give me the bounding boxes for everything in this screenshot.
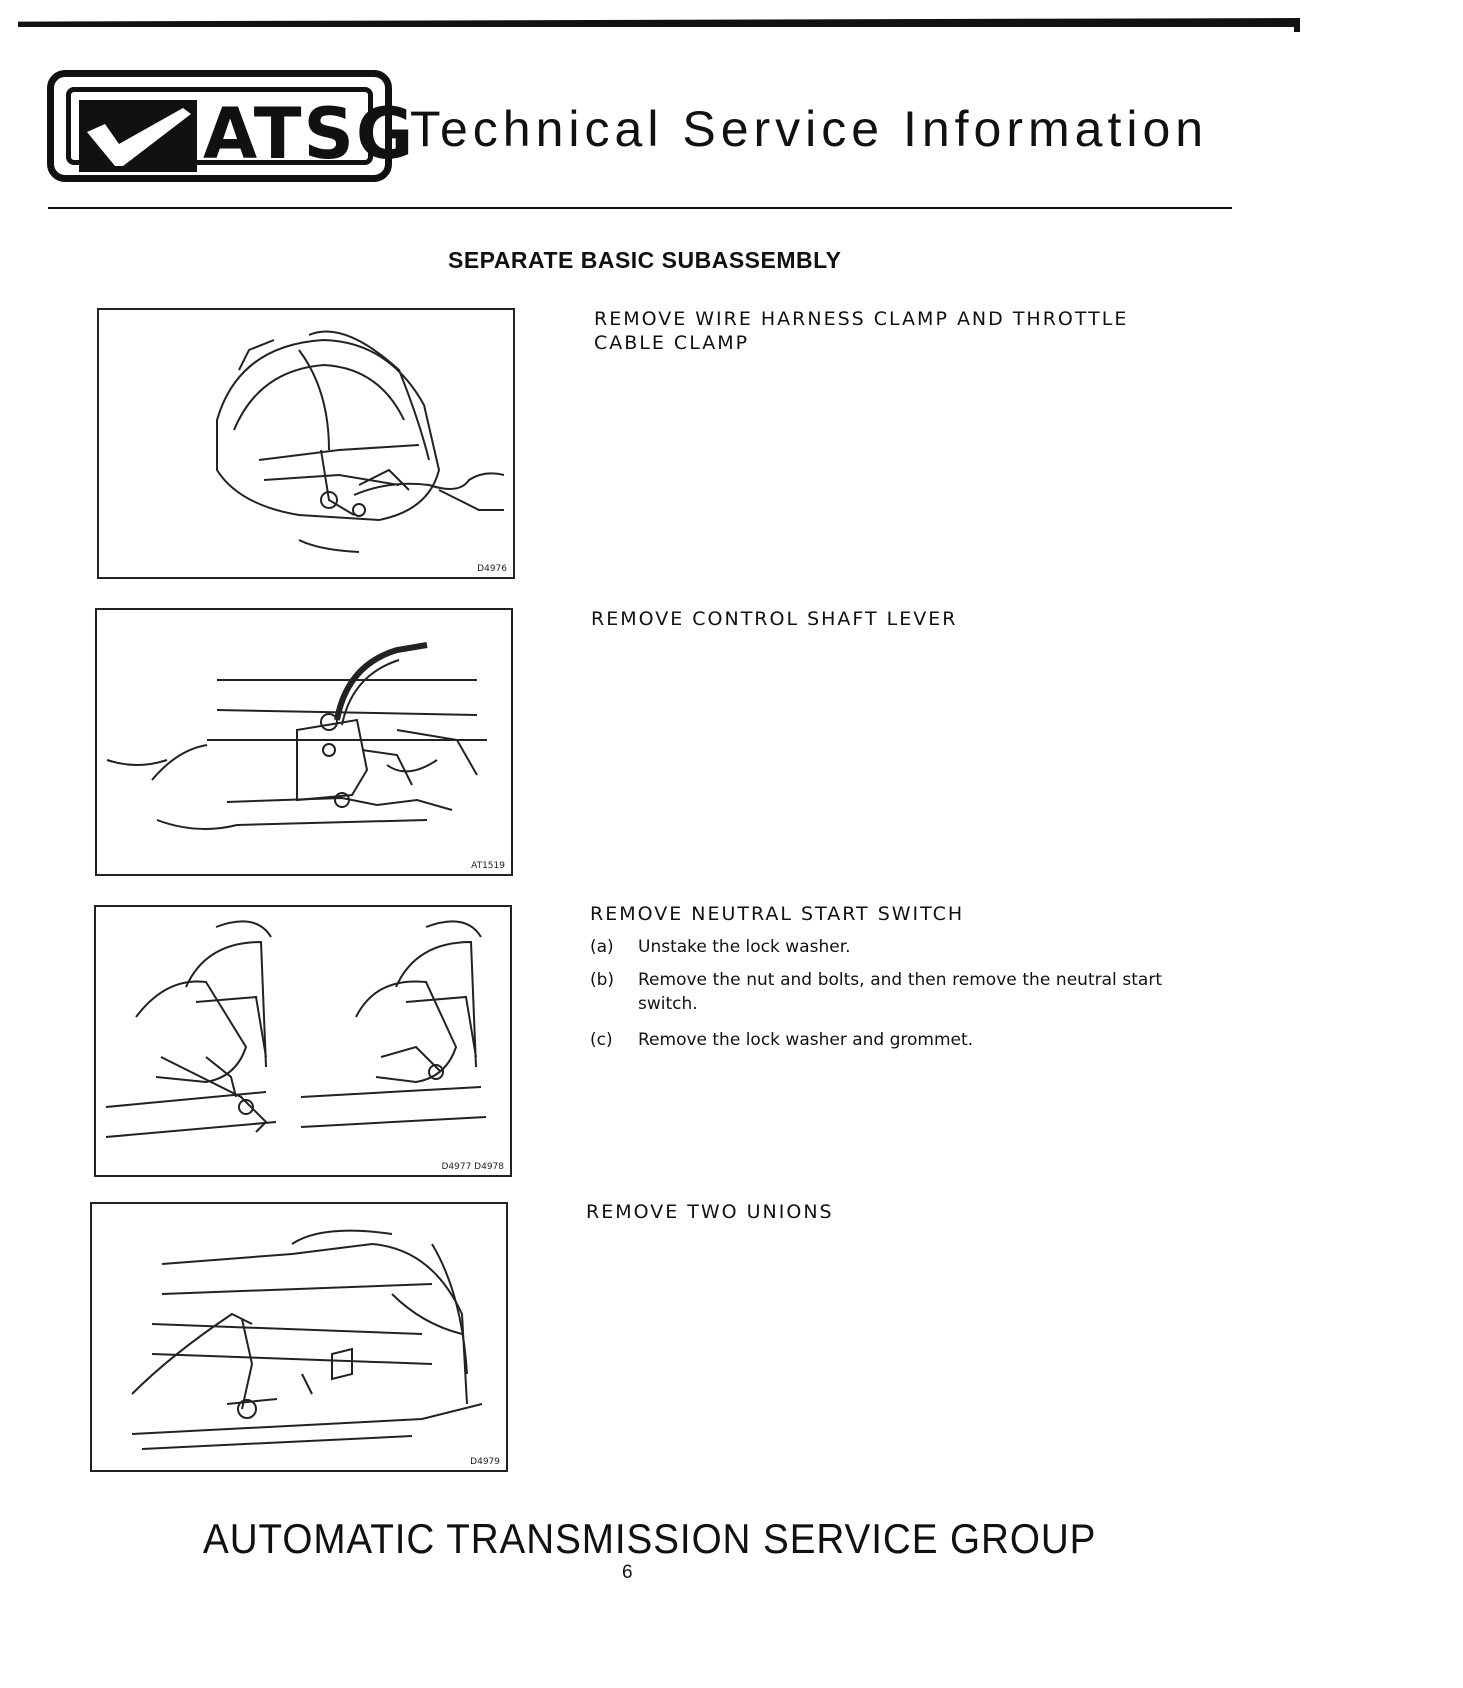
unions-illustration	[131, 1229, 483, 1450]
checkmark-icon	[79, 100, 197, 172]
substep-label: (b)	[590, 970, 615, 990]
figure-control-shaft-lever: AT1519	[95, 608, 513, 876]
figure-code: D4979	[470, 1457, 500, 1467]
logo-inner-frame: ATSG	[66, 87, 413, 174]
substep-label: (a)	[590, 937, 614, 957]
logo-text: ATSG	[203, 93, 416, 175]
figure-code: AT1519	[471, 861, 505, 871]
figure-neutral-start-switch: D4977 D4978	[94, 905, 512, 1177]
substep: (b) Remove the nut and bolts, and then r…	[590, 968, 1162, 1018]
step-heading: REMOVE NEUTRAL START SWITCH	[590, 903, 965, 925]
atsg-logo: ATSG	[47, 70, 413, 182]
top-border	[18, 18, 1300, 27]
substep-label: (c)	[590, 1030, 613, 1050]
neutral-start-switch-illustration	[105, 920, 487, 1138]
step-heading: REMOVE TWO UNIONS	[586, 1201, 834, 1223]
figure-two-unions: D4979	[90, 1202, 508, 1472]
substep: (c) Remove the lock washer and grommet.	[590, 1028, 1162, 1054]
figure-code: D4977 D4978	[441, 1162, 504, 1172]
substep-text: Unstake the lock washer.	[638, 937, 851, 957]
top-border-hook	[1294, 18, 1300, 32]
step-heading: REMOVE WIRE HARNESS CLAMP AND THROTTLE C…	[594, 308, 1129, 354]
figure-wire-harness-clamp: D4976	[97, 308, 515, 579]
header-divider	[48, 207, 1232, 209]
figure-code: D4976	[477, 564, 507, 574]
transmission-illustration	[216, 330, 505, 553]
substep-text: Remove the lock washer and grommet.	[638, 1030, 974, 1050]
page-number: 6	[622, 1562, 633, 1583]
substep-text: Remove the nut and bolts, and then remov…	[638, 970, 1162, 1014]
footer-organization: AUTOMATIC TRANSMISSION SERVICE GROUP	[203, 1515, 1097, 1562]
step-heading: REMOVE CONTROL SHAFT LEVER	[591, 608, 958, 630]
page-header-title: Technical Service Information	[410, 101, 1209, 157]
control-shaft-illustration	[106, 642, 487, 830]
substep: (a) Unstake the lock washer.	[590, 935, 1162, 961]
section-title: SEPARATE BASIC SUBASSEMBLY	[448, 247, 842, 273]
